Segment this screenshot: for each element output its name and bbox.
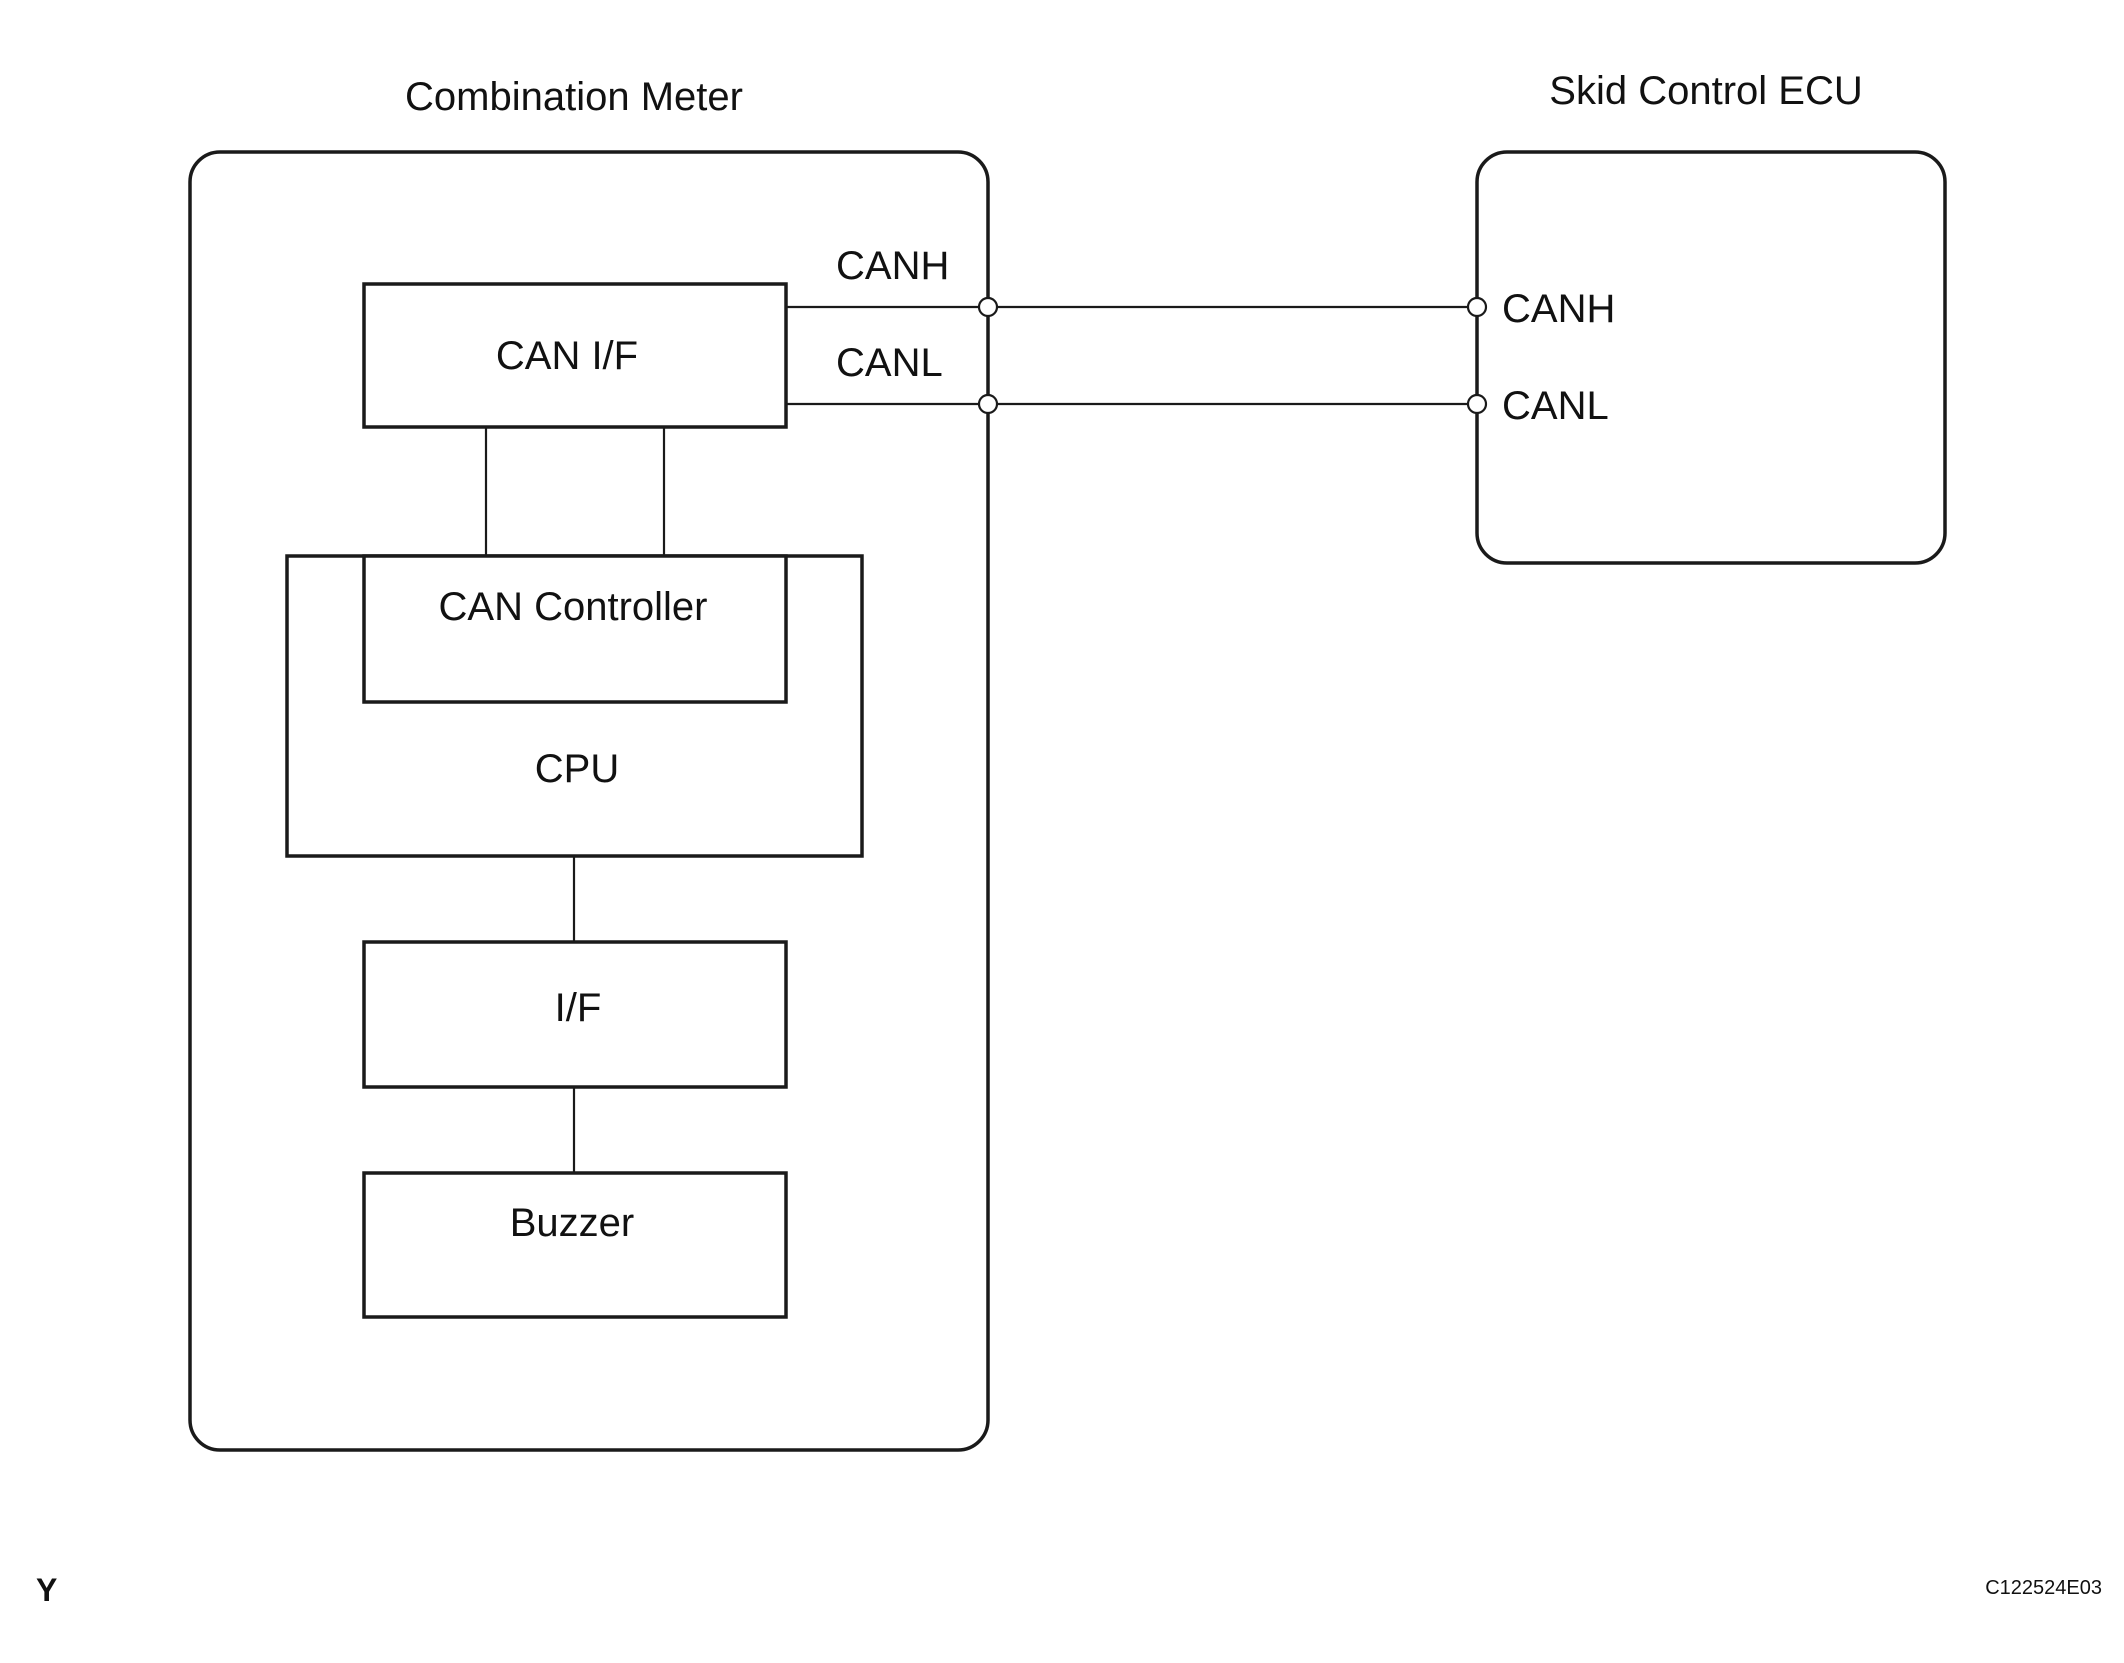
meter-canl-label: CANL (836, 341, 943, 385)
skid-control-ecu-enclosure (1475, 150, 1947, 565)
can-controller-label: CAN Controller (439, 585, 708, 629)
meter-canh-label: CANH (836, 244, 949, 288)
ecu-canl-terminal (1466, 393, 1488, 415)
meter-canh-terminal (977, 296, 999, 318)
ecu-canh-terminal (1466, 296, 1488, 318)
if-block (362, 940, 788, 1089)
ecu-canh-label: CANH (1502, 287, 1615, 331)
ecu-canl-label: CANL (1502, 384, 1609, 428)
can-if-block (362, 282, 788, 429)
if-label: I/F (555, 986, 602, 1030)
combination-meter-title: Combination Meter (405, 75, 743, 119)
can-controller-block (362, 554, 788, 704)
buzzer-label: Buzzer (510, 1201, 635, 1245)
cpu-label: CPU (535, 747, 619, 791)
figure-code: C122524E03 (1985, 1577, 2102, 1599)
meter-canl-terminal (977, 393, 999, 415)
corner-mark: Y (36, 1572, 57, 1608)
combination-meter: Combination Meter CAN I/F CPU CAN Contro… (188, 75, 990, 1452)
can-if-label: CAN I/F (496, 334, 638, 378)
skid-control-ecu-title: Skid Control ECU (1549, 69, 1862, 113)
skid-control-ecu: Skid Control ECU CANH CANL (1475, 69, 1947, 565)
buzzer-block (362, 1171, 788, 1319)
